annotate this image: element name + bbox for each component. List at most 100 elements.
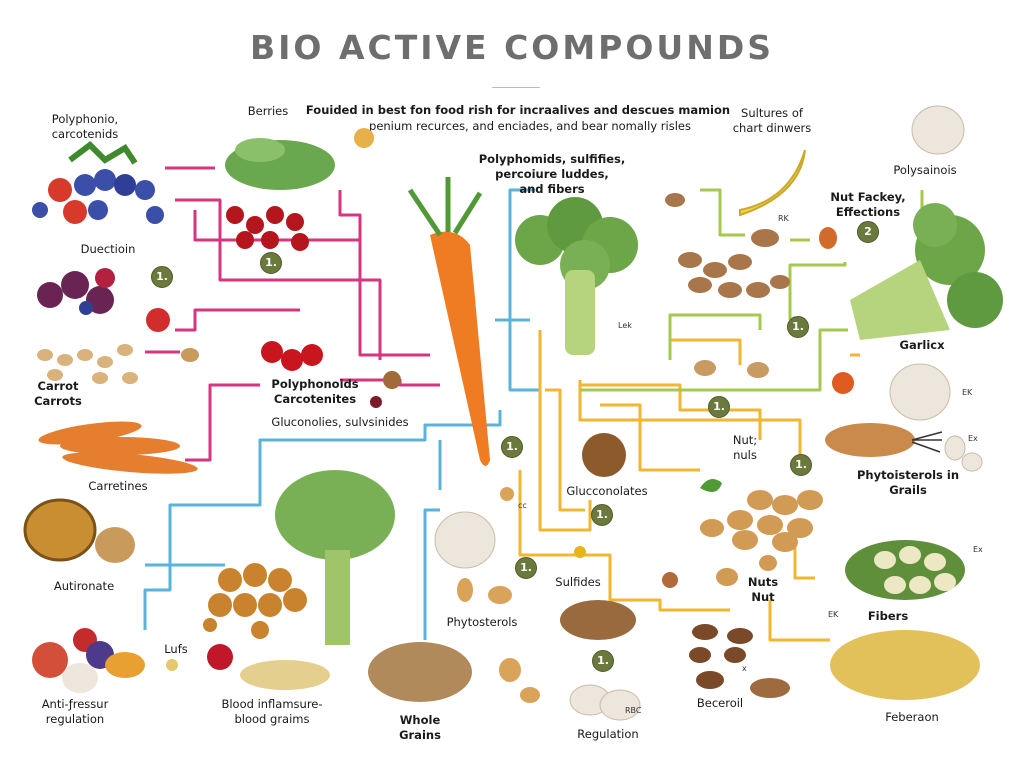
label-garlicx: Garlicx <box>899 338 945 352</box>
whole-grain-pile-icon <box>368 642 472 702</box>
label-phytosterols: Phytosterols <box>446 615 518 629</box>
connector-green <box>580 328 848 392</box>
leaves-icon <box>225 138 335 190</box>
pecans-icon <box>662 572 790 698</box>
connector-pink <box>175 198 382 360</box>
small-label-cc: cc <box>518 501 527 510</box>
connector-yellow <box>670 338 742 365</box>
connector-blue <box>423 508 440 640</box>
connector-yellow <box>768 600 830 642</box>
step-badge: 1. <box>515 557 537 579</box>
connector-blue <box>143 410 502 630</box>
berries-cluster-icon <box>32 141 164 224</box>
nuts-icon <box>665 193 837 378</box>
cookie-icon <box>354 128 374 148</box>
connector-yellow <box>545 388 585 512</box>
small-label-rk: RK <box>778 214 789 223</box>
connector-yellow <box>600 403 700 472</box>
almonds-icon <box>700 490 823 586</box>
greens-bunch-icon <box>275 470 395 645</box>
carrots-icon <box>38 421 198 474</box>
step-badge: 2 <box>857 221 879 243</box>
label-nut-fackey: Nut Fackey,Effections <box>830 190 906 219</box>
label-regulation: Regulation <box>577 727 639 741</box>
cherries-icon <box>226 206 309 251</box>
garlic-bulb-icon <box>889 105 983 472</box>
connector-pink <box>193 210 430 357</box>
white-beans-icon <box>845 540 965 600</box>
intro-line-2: penium recurces, and enciades, and bear … <box>369 119 691 133</box>
apple-icon <box>207 644 233 670</box>
connector-yellow <box>578 380 802 465</box>
small-label-x: x <box>742 664 747 673</box>
coconut-icon <box>23 498 135 563</box>
label-blood: Blood inflamsure-blood graims <box>221 697 323 726</box>
label-polyphomids: Polyphomids, sulfifies,percoiure luddes,… <box>478 152 626 196</box>
connector-green <box>668 313 762 360</box>
connector-green <box>788 262 847 320</box>
label-autironate: Autironate <box>53 579 115 593</box>
carrot-large-icon <box>407 177 490 466</box>
grains-icon <box>240 660 330 690</box>
label-polyphonio: Polyphonio,carcotenids <box>51 112 119 141</box>
small-label-ex: Ex <box>968 434 978 443</box>
seeds-icon <box>457 487 540 703</box>
step-badge: 1. <box>260 252 282 274</box>
label-duectioin: Duectioin <box>80 242 136 256</box>
step-badge: 1. <box>787 316 809 338</box>
connector-yellow <box>580 383 762 440</box>
page-title: BIO ACTIVE COMPOUNDS <box>249 28 774 67</box>
chickpeas-icon <box>203 563 307 639</box>
broccoli-large-icon <box>850 203 1003 340</box>
connector-pink <box>338 190 362 240</box>
label-polysainois: Polysainois <box>893 163 957 177</box>
garlic-icon <box>434 511 641 721</box>
beans-icon <box>37 344 199 384</box>
small-label-rbc: RBC <box>625 706 642 715</box>
label-berries: Berries <box>247 104 289 118</box>
step-badge: 1. <box>591 504 613 526</box>
label-beceroil: Beceroil <box>696 696 744 710</box>
bead-icon <box>166 659 178 671</box>
connector-green <box>700 188 745 237</box>
lentils-icon <box>560 600 636 640</box>
flower-icon <box>574 546 586 558</box>
title-divider <box>492 87 540 88</box>
root-icon <box>825 423 943 457</box>
label-fibers: Fibers <box>867 609 909 623</box>
leaf-icon <box>700 479 722 492</box>
label-sulfides: Sulfides <box>555 575 601 589</box>
small-label-lek: Lek <box>618 321 632 330</box>
step-badge: 1. <box>790 454 812 476</box>
banana-icon <box>739 149 806 217</box>
connector-yellow <box>518 470 730 612</box>
intro-line-1: Fouided in best fon food rish for incraa… <box>305 103 731 117</box>
step-badge: 1. <box>708 396 730 418</box>
step-badge: 1. <box>592 650 614 672</box>
mixed-fruit-icon <box>32 628 145 693</box>
step-badge: 1. <box>501 436 523 458</box>
small-label-ek: EK <box>962 388 973 397</box>
small-label-ex: Ex <box>973 545 983 554</box>
connector-pink <box>175 308 300 332</box>
grain-pile-icon <box>830 630 980 700</box>
label-carretines: Carretines <box>88 479 148 493</box>
blackberries-icon <box>37 268 170 332</box>
broccoli-icon <box>515 197 638 355</box>
tomato-icon <box>832 372 854 394</box>
label-feberaon: Feberaon <box>885 710 939 724</box>
label-lufs: Lufs <box>164 642 188 656</box>
connector-pink <box>185 383 260 462</box>
label-glucconolates: Glucconolates <box>566 484 648 498</box>
step-badge: 1. <box>151 266 173 288</box>
small-label-ek: EK <box>828 610 839 619</box>
